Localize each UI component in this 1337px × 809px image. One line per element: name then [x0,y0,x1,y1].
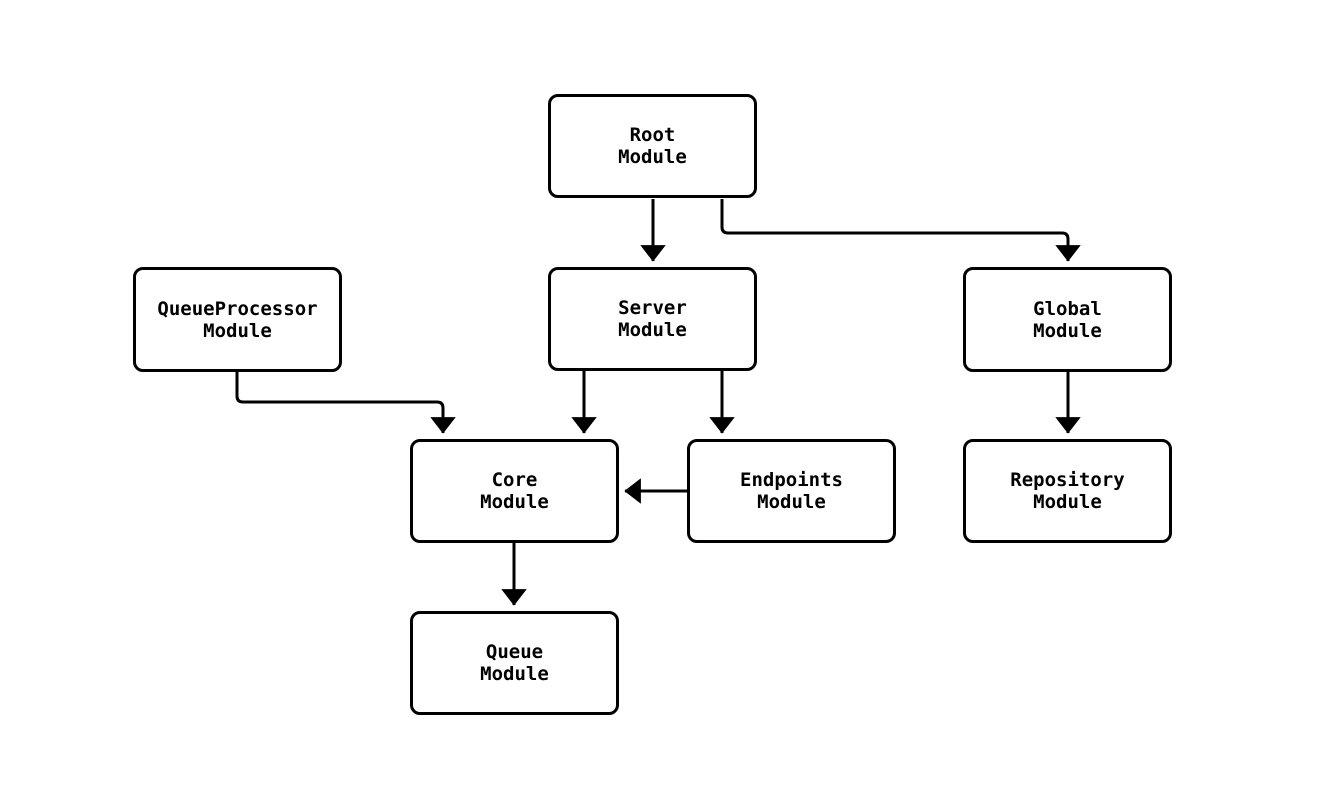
edge-queueprocessor-to-core [235,372,456,434]
node-queue-module: Queue Module [410,611,619,715]
node-repository-module: Repository Module [963,439,1172,543]
node-root-module-label: Root Module [618,124,687,168]
node-server-module: Server Module [548,267,757,371]
node-global-module: Global Module [963,267,1172,372]
node-queueprocessor-module: QueueProcessor Module [133,267,342,372]
node-server-module-label: Server Module [618,297,687,341]
node-endpoints-module: Endpoints Module [687,439,896,543]
node-endpoints-module-label: Endpoints Module [740,469,843,513]
node-root-module: Root Module [548,94,757,198]
node-core-module: Core Module [410,439,619,543]
node-queueprocessor-module-label: QueueProcessor Module [157,297,318,342]
node-queue-module-label: Queue Module [480,641,549,685]
edge-root-to-global [720,199,1081,262]
node-global-module-label: Global Module [1033,297,1102,342]
node-core-module-label: Core Module [480,469,549,513]
node-repository-module-label: Repository Module [1010,469,1125,513]
